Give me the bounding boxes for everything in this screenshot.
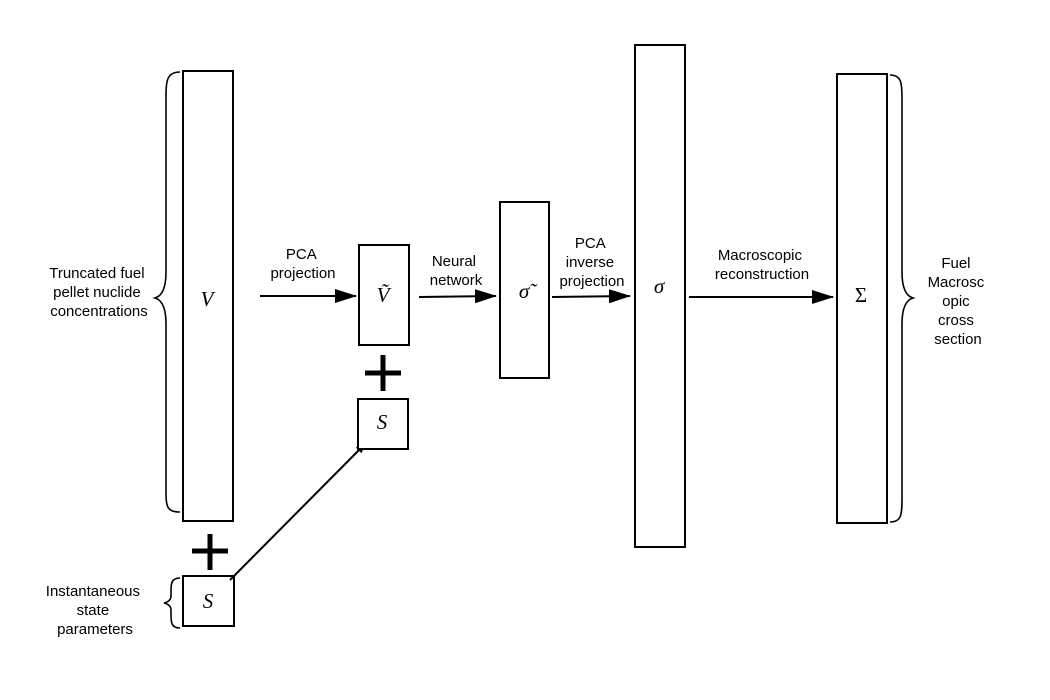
left-input-brace bbox=[152, 71, 181, 513]
left-input-label: Truncated fuel pellet nuclide concentrat… bbox=[49, 265, 149, 320]
state-params-label: Instantaneous state parameters bbox=[46, 583, 144, 638]
pca-projection-label: PCA projection bbox=[270, 246, 335, 282]
plus-icon bbox=[365, 355, 401, 391]
s-small-symbol: S bbox=[377, 410, 388, 434]
sigma-box bbox=[634, 44, 686, 548]
neural-network-arrow bbox=[418, 289, 497, 304]
pca-inverse-arrow bbox=[551, 289, 631, 304]
s-state-box bbox=[182, 575, 235, 627]
v-vector-box bbox=[182, 70, 234, 522]
plus-icon bbox=[192, 534, 228, 570]
v-tilde-box bbox=[358, 244, 410, 346]
neural-network-label: Neural network bbox=[430, 253, 483, 289]
sigma-symbol: σ bbox=[654, 274, 666, 298]
s-small-box bbox=[357, 398, 409, 450]
state-params-brace bbox=[163, 577, 181, 629]
output-brace bbox=[889, 74, 916, 523]
v-symbol: V bbox=[201, 287, 216, 311]
v-tilde-symbol: Ṽ bbox=[377, 283, 392, 307]
state-to-small-s-arrow bbox=[229, 443, 366, 581]
s-symbol: S bbox=[203, 589, 214, 613]
output-label: Fuel Macrosc opic cross section bbox=[928, 255, 989, 348]
macro-recon-label: Macroscopic reconstruction bbox=[715, 247, 809, 283]
pca-inverse-label: PCA inverse projection bbox=[559, 235, 624, 290]
sigma-tilde-box bbox=[499, 201, 550, 379]
macro-sigma-box bbox=[836, 73, 888, 524]
macro-sigma-symbol: Σ bbox=[855, 283, 867, 307]
